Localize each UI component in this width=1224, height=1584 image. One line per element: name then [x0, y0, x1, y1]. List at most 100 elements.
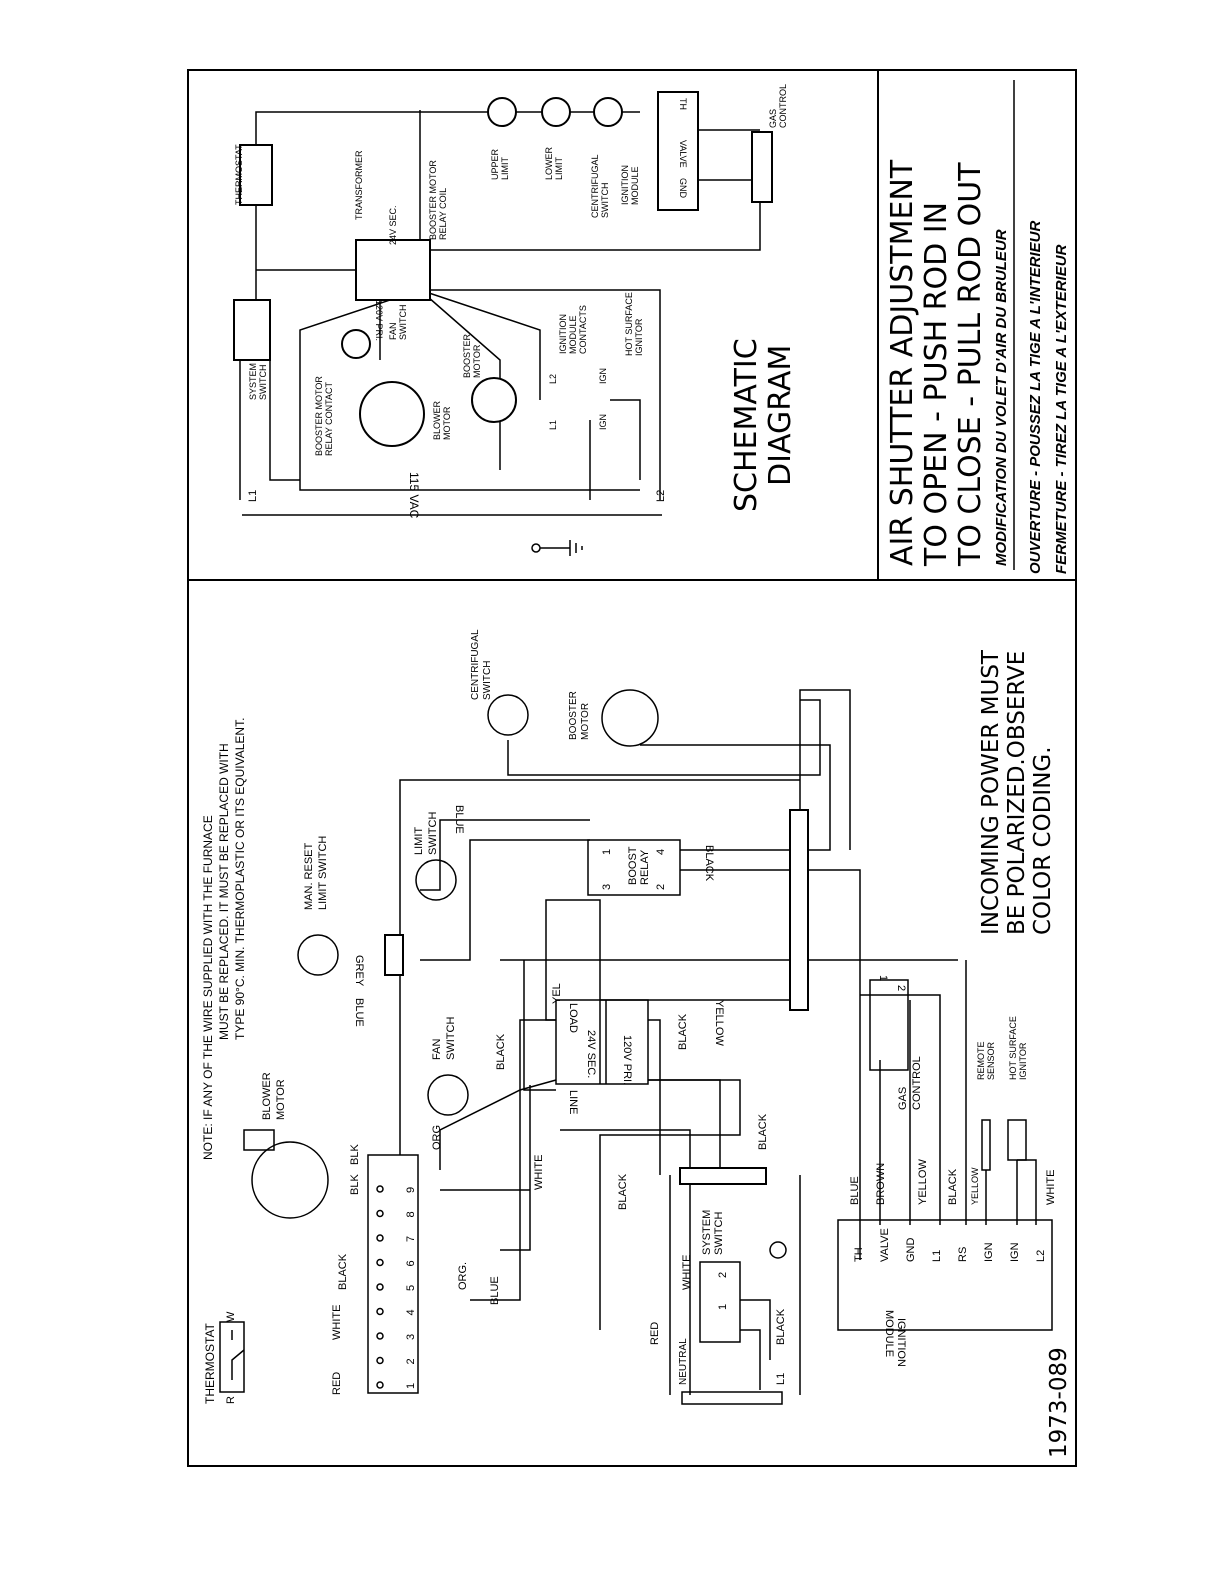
centrifugal-label-2: SWITCH	[482, 661, 493, 700]
incoming-power-note: INCOMING POWER MUST BE POLARIZED.OBSERVE…	[978, 649, 1056, 935]
transformer-line-label: LINE	[567, 1090, 579, 1114]
wire-red-label: RED	[331, 1372, 343, 1395]
incoming-power-line-3: COLOR CODING.	[1030, 746, 1056, 935]
wire-black-label-3: BLACK	[677, 1013, 689, 1050]
schematic-centrifugal-label-1: CENTRIFUGAL	[590, 154, 600, 218]
terminal-screw-8	[376, 1209, 384, 1218]
terminal-block-body	[367, 1154, 419, 1394]
gas-term-2: 2	[895, 985, 907, 991]
schematic-booster-label-2: MOTOR	[472, 344, 482, 378]
hsi-label-1: HOT SURFACE	[1008, 1016, 1018, 1080]
ignition-module-label-1: IGNITION	[895, 1318, 907, 1367]
schematic-valve-label: VALVE	[678, 140, 688, 168]
module-wire-label-2: YELLOW	[917, 1159, 929, 1205]
transformer-pri-label: 120V PRI.	[621, 1035, 633, 1085]
wire-org2-label: ORG.	[457, 1262, 469, 1290]
air-shutter-fr-3: FERMETURE - TIREZ LA TIGE A L'EXTERIEUR	[1053, 244, 1070, 574]
wire-yellow-label: YELLOW	[713, 1000, 725, 1046]
wire-blue-label-2: BLUE	[353, 998, 365, 1027]
schematic-hsi-label-2: IGNITOR	[634, 318, 644, 356]
schematic-pri-label: 120V PRI.	[374, 300, 384, 341]
wire-black-label-5: BLACK	[757, 1113, 769, 1150]
thermostat-r-label: R	[225, 1396, 237, 1404]
fan-switch-label-2: SWITCH	[445, 1017, 457, 1060]
system-switch-label-2: SWITCH	[713, 1212, 725, 1255]
schematic-system-label-1: SYSTEM	[248, 363, 258, 400]
wiring-thermostat: THERMOSTAT R W	[203, 1311, 245, 1404]
wire-blk-label-2: BLK	[349, 1144, 361, 1165]
terminal-8: 8	[405, 1211, 417, 1217]
module-terminal-valve: VALVE	[879, 1228, 891, 1262]
schematic-gas-label-2: CONTROL	[778, 84, 788, 128]
remote-sensor-label-2: SENSOR	[986, 1041, 996, 1080]
schematic-system-switch-box	[233, 299, 271, 361]
module-terminal-l1: L1	[931, 1250, 943, 1262]
ignition-module-label-2: MODULE	[883, 1310, 895, 1357]
relay-pin-1: 1	[601, 849, 613, 855]
schematic-diagram: SCHEMATIC DIAGRAM THERMOSTAT 120V PRI. 2…	[233, 84, 798, 556]
wire-black-label-2: BLACK	[495, 1033, 507, 1070]
wiring-wires	[399, 689, 1037, 1395]
terminal-6: 6	[405, 1260, 417, 1266]
fan-switch-circle	[427, 1074, 469, 1116]
conduit-2	[679, 1167, 767, 1185]
schematic-ignition-label-2: MODULE	[630, 166, 640, 205]
schematic-contacts-label-2: MODULE	[568, 315, 578, 354]
schematic-l1-label: L1	[247, 490, 259, 502]
booster-label-1: BOOSTER	[568, 691, 579, 740]
schematic-gas-label-1: GAS	[768, 109, 778, 128]
note-line-1: NOTE: IF ANY OF THE WIRE SUPPLIED WITH T…	[201, 815, 215, 1160]
wiring-centrifugal-switch: CENTRIFUGAL SWITCH	[470, 629, 529, 736]
conduit-1	[789, 809, 809, 1011]
terminal-screw-4	[376, 1307, 384, 1316]
relay-pin-2: 2	[655, 884, 667, 890]
ignitor-icon	[1007, 1119, 1027, 1161]
schematic-ign-1: IGN	[598, 368, 608, 384]
gas-control-label-2: CONTROL	[911, 1056, 923, 1110]
wiring-note: NOTE: IF ANY OF THE WIRE SUPPLIED WITH T…	[201, 718, 247, 1160]
schematic-ignition-label-1: IGNITION	[620, 165, 630, 205]
upper-limit-label-1: UPPER	[490, 148, 500, 180]
schematic-centrifugal-label-2: SWITCH	[600, 183, 610, 219]
terminal-screw-2	[376, 1356, 384, 1365]
fan-switch-label-1: FAN	[431, 1039, 443, 1060]
schematic-l2-label: L2	[655, 490, 667, 502]
wire-grey-label: GREY	[353, 955, 365, 987]
wiring-man-reset: MAN. RESET LIMIT SWITCH GREY BLUE	[297, 836, 365, 1027]
wire-black-label-4: BLACK	[617, 1173, 629, 1210]
wire-black-label-6: BLACK	[775, 1308, 787, 1345]
module-wire-label-3: BLACK	[947, 1168, 959, 1205]
outer-frame	[187, 69, 1077, 1467]
lower-limit-icon	[541, 97, 571, 127]
schematic-booster-motor-icon	[471, 377, 517, 423]
schematic-fan-label-1: FAN	[388, 322, 398, 340]
wire-blk-label-1: BLK	[349, 1174, 361, 1195]
schematic-relay-contact-label-2: RELAY CONTACT	[324, 381, 334, 456]
terminal-screw-5	[376, 1283, 384, 1291]
power-cable-icon	[681, 1391, 783, 1405]
module-terminal-ign: IGN	[1009, 1242, 1021, 1262]
man-reset-label-1: MAN. RESET	[303, 842, 315, 910]
schematic-contacts-label-1: IGNITION	[558, 314, 568, 354]
neutral-label: NEUTRAL	[678, 1338, 689, 1385]
schematic-transformer-box	[355, 239, 431, 301]
schematic-th-label: TH	[678, 98, 688, 110]
schematic-fan-switch-icon	[341, 329, 371, 359]
blower-motor-circle	[251, 1141, 329, 1219]
terminal-3: 3	[405, 1334, 417, 1340]
wire-yel-label: YEL	[551, 983, 563, 1004]
schematic-relay-contact-label-1: BOOSTER MOTOR	[314, 376, 324, 456]
schematic-transformer-label: TRANSFORMER	[354, 150, 364, 220]
system-switch-label-1: SYSTEM	[701, 1210, 713, 1255]
lower-limit-label-1: LOWER	[544, 146, 554, 180]
schematic-system-label-2: SWITCH	[258, 365, 268, 401]
air-shutter-line-2: TO OPEN - PUSH ROD IN	[919, 202, 954, 567]
booster-label-2: MOTOR	[580, 703, 591, 740]
incoming-power-line-2: BE POLARIZED.OBSERVE	[1004, 651, 1030, 935]
schematic-blower-label-2: MOTOR	[442, 406, 452, 440]
hsi-label-2: IGNITOR	[1018, 1042, 1028, 1080]
gas-control-label-1: GAS	[897, 1087, 909, 1110]
schematic-thermostat-box	[239, 144, 273, 206]
